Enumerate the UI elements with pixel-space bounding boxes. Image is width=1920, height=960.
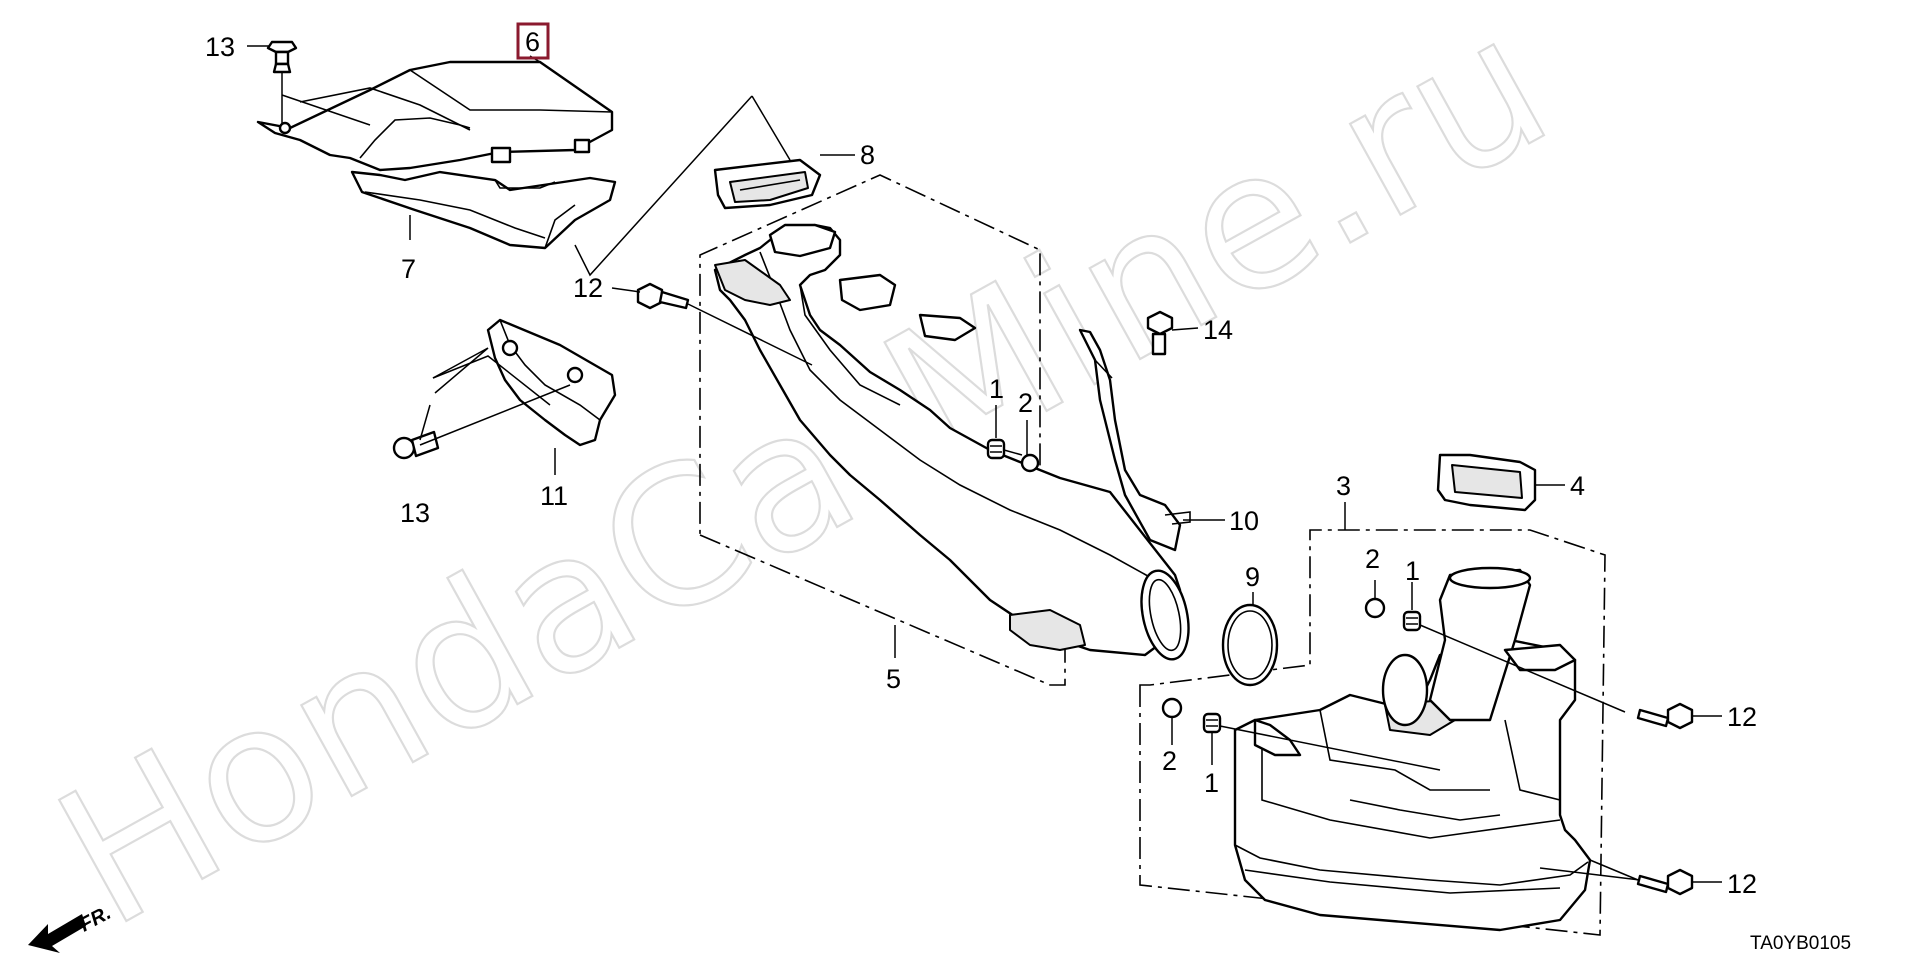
leader-lines (247, 45, 1722, 883)
part-6-upper-cover[interactable] (256, 60, 614, 172)
callout-1-mid[interactable]: 1 (989, 374, 1004, 404)
callout-6[interactable]: 6 (525, 27, 540, 57)
part-12-bolt-right-top[interactable] (1636, 702, 1694, 730)
callout-12-right-bottom[interactable]: 12 (1727, 869, 1757, 899)
part-2-collar-right[interactable] (1364, 597, 1386, 619)
callout-12-left[interactable]: 12 (573, 273, 603, 303)
part-8-grommet[interactable] (713, 158, 822, 210)
callout-1-lower[interactable]: 1 (1204, 768, 1219, 798)
callout-2-lower[interactable]: 2 (1162, 746, 1177, 776)
part-2-collar-lower[interactable] (1161, 697, 1183, 719)
assembly-outline-duct (699, 174, 1066, 686)
callout-2-right[interactable]: 2 (1365, 544, 1380, 574)
callout-11[interactable]: 11 (540, 481, 568, 511)
diagram-code: TA0YB0105 (1750, 933, 1851, 954)
front-arrow-icon (28, 914, 86, 953)
part-12-bolt-right-bottom[interactable] (1636, 868, 1694, 896)
part-13-clip-bottom[interactable] (392, 430, 440, 460)
callout-14[interactable]: 14 (1203, 315, 1233, 345)
part-14-bolt[interactable] (1146, 310, 1174, 356)
part-1-grommet-lower[interactable] (1202, 712, 1222, 734)
callout-5[interactable]: 5 (886, 664, 901, 694)
callout-1-right[interactable]: 1 (1405, 556, 1420, 586)
callout-12-right-top[interactable]: 12 (1727, 702, 1757, 732)
part-13-clip-top[interactable] (266, 40, 298, 74)
part-4-seal[interactable] (1436, 453, 1537, 512)
part-1-grommet-right[interactable] (1402, 610, 1422, 632)
callout-10[interactable]: 10 (1229, 506, 1259, 536)
front-direction-arrow: FR. (28, 902, 115, 953)
callout-7[interactable]: 7 (401, 254, 416, 284)
part-10-clip[interactable] (1164, 511, 1191, 525)
callout-13-bottom[interactable]: 13 (400, 498, 430, 528)
callout-13-top[interactable]: 13 (205, 32, 235, 62)
callout-3[interactable]: 3 (1336, 471, 1351, 501)
part-2-collar-mid[interactable] (1020, 453, 1040, 473)
part-5-intake-duct[interactable] (713, 223, 1196, 664)
part-7-lower-cover[interactable] (350, 170, 617, 250)
part-1-grommet-mid[interactable] (986, 438, 1006, 460)
callout-4[interactable]: 4 (1570, 471, 1585, 501)
duct-bracket[interactable] (1078, 328, 1182, 552)
part-11-bracket[interactable] (486, 318, 617, 447)
part-12-bolt-left[interactable] (636, 282, 690, 310)
part-3-air-cleaner-case[interactable] (1233, 566, 1592, 932)
callout-9[interactable]: 9 (1245, 562, 1260, 592)
callout-2-mid[interactable]: 2 (1018, 388, 1033, 418)
callout-8[interactable]: 8 (860, 140, 875, 170)
part-9-o-ring[interactable] (1221, 603, 1279, 687)
callout-6-highlight-box (516, 22, 550, 60)
